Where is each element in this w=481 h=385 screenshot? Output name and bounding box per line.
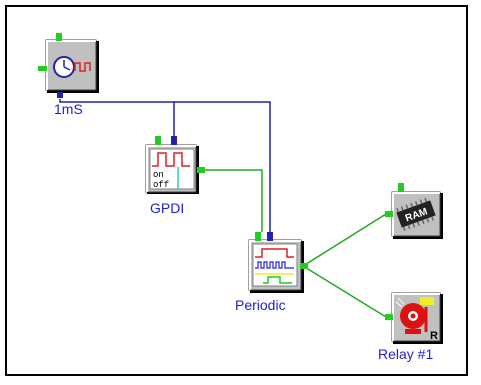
wire-timer-gpdi[interactable]	[59, 99, 175, 137]
output-port[interactable]	[57, 92, 63, 98]
wire-periodic-relay[interactable]	[302, 265, 387, 318]
relay-badge-text: R	[430, 330, 438, 342]
relay-block[interactable]: R	[385, 292, 443, 344]
connections	[59, 99, 387, 318]
input-port[interactable]	[155, 136, 161, 145]
input-port[interactable]	[38, 66, 47, 71]
gpdi-on-text: on	[153, 170, 164, 180]
on-off-pulse-icon: on off	[149, 148, 195, 190]
wire-timer-periodic[interactable]	[174, 101, 271, 232]
relay-label[interactable]: Relay #1	[378, 346, 434, 362]
gpdi-label[interactable]: GPDI	[150, 200, 185, 216]
multi-waveform-icon	[252, 243, 298, 287]
input-port[interactable]	[255, 232, 261, 241]
input-port[interactable]	[56, 33, 62, 41]
periodic-label[interactable]: Periodic	[235, 297, 286, 313]
input-port[interactable]	[385, 314, 393, 320]
ram-block[interactable]: RAM	[385, 183, 443, 239]
output-port[interactable]	[197, 167, 205, 173]
input-port[interactable]	[398, 183, 404, 192]
gpdi-block[interactable]: on off	[145, 136, 205, 194]
ram-chip-icon: RAM	[396, 197, 436, 232]
wire-periodic-ram[interactable]	[302, 213, 387, 267]
input-port[interactable]	[267, 232, 273, 241]
clock-wave-icon	[53, 56, 91, 78]
output-port[interactable]	[300, 263, 308, 269]
gpdi-off-text: off	[153, 180, 169, 190]
wire-gpdi-periodic[interactable]	[203, 169, 263, 232]
input-port[interactable]	[171, 136, 177, 145]
timer-block[interactable]	[38, 33, 99, 98]
alarm-bell-icon: R	[395, 297, 438, 342]
timer-label[interactable]: 1mS	[54, 101, 83, 117]
periodic-block[interactable]	[248, 232, 308, 293]
input-port[interactable]	[385, 211, 393, 217]
